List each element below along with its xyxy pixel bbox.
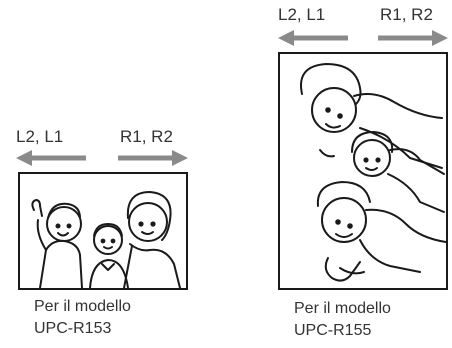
left-panel-caption-line1: Per il modello xyxy=(34,298,131,315)
right-panel-label-l2-l1: L2, L1 xyxy=(278,5,326,24)
arrow-right-icon xyxy=(118,150,188,166)
right-panel-label-r1-r2: R1, R2 xyxy=(380,5,433,24)
arrow-left-icon xyxy=(278,30,348,46)
portrait-photo-frame xyxy=(278,52,448,290)
right-panel-caption-line1: Per il modello xyxy=(294,300,391,317)
landscape-photo-frame xyxy=(18,172,188,290)
arrow-right-icon xyxy=(378,30,448,46)
left-panel-label-r1-r2: R1, R2 xyxy=(120,127,173,146)
family-portrait-illustration xyxy=(31,191,181,288)
left-panel-label-l2-l1: L2, L1 xyxy=(16,127,64,146)
right-panel-model-name: UPC-R155 xyxy=(294,322,372,339)
arrow-left-icon xyxy=(16,150,86,166)
left-panel-model-name: UPC-R153 xyxy=(34,320,112,337)
family-portrait-illustration xyxy=(300,63,446,282)
